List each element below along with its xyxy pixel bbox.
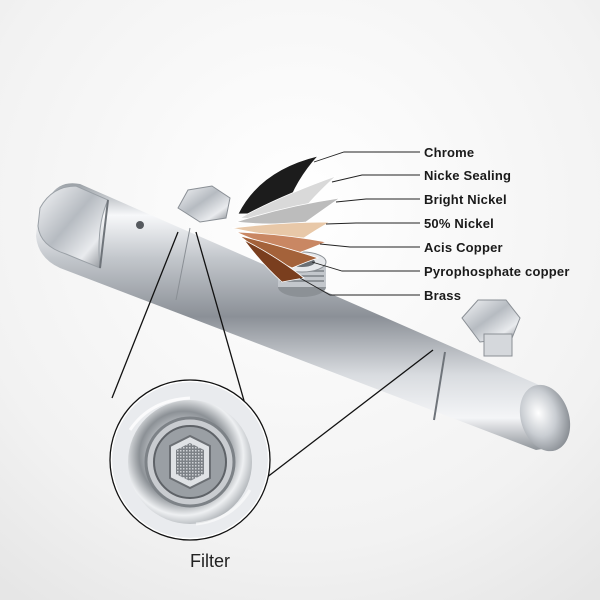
- filter-caption: Filter: [190, 551, 230, 571]
- leader-line: [313, 151, 420, 163]
- leader-line: [319, 243, 420, 248]
- leader-line: [331, 174, 420, 183]
- leader-line: [335, 198, 420, 203]
- plating-sheet: [243, 239, 305, 283]
- filter-mesh: [176, 443, 204, 481]
- label-leader-lines: [299, 151, 420, 296]
- layer-label-acid-copper: Acis Copper: [424, 240, 503, 255]
- layer-label-nickel-sealing: Nicke Sealing: [424, 168, 512, 183]
- leader-line: [299, 277, 420, 296]
- leader-line: [311, 261, 420, 272]
- screw-hole: [136, 221, 144, 229]
- layer-label-brass: Brass: [424, 288, 462, 303]
- plating-layers-illustration: [231, 155, 341, 283]
- layer-label-chrome: Chrome: [424, 145, 475, 160]
- end-cap: [519, 384, 571, 452]
- leader-line: [325, 222, 420, 225]
- layer-label-pyrophosphate-copper: Pyrophosphate copper: [424, 264, 570, 279]
- layer-label-50-nickel: 50% Nickel: [424, 216, 494, 231]
- filter-magnifier: [109, 231, 434, 541]
- layer-label-bright-nickel: Bright Nickel: [424, 192, 507, 207]
